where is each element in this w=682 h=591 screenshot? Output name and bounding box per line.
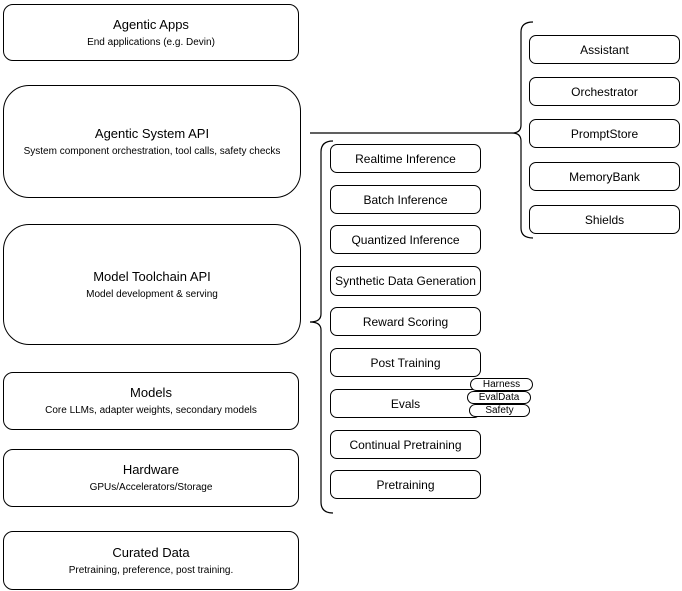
eval-tag-safety: Safety (469, 404, 530, 417)
system-component-orchestrator: Orchestrator (529, 77, 680, 106)
system-component-assistant: Assistant (529, 35, 680, 64)
toolchain-item-post-training: Post Training (330, 348, 481, 377)
eval-tag-harness: Harness (470, 378, 533, 391)
toolchain-item-batch-inference: Batch Inference (330, 185, 481, 214)
system-component-memorybank: MemoryBank (529, 162, 680, 191)
curated-data-title: Curated Data (112, 544, 190, 560)
toolchain-item-realtime-inference: Realtime Inference (330, 144, 481, 173)
models-subtitle: Core LLMs, adapter weights, secondary mo… (45, 405, 257, 416)
eval-tag-evaldata: EvalData (467, 391, 531, 404)
agentic-system-api-title: Agentic System API (94, 125, 210, 141)
curated-data-box: Curated Data Pretraining, preference, po… (3, 531, 299, 590)
hardware-title: Hardware (122, 462, 180, 477)
system-component-shields: Shields (529, 205, 680, 234)
models-box: Models Core LLMs, adapter weights, secon… (3, 372, 299, 430)
system-component-promptstore: PromptStore (529, 119, 680, 148)
model-toolchain-api-title: Model Toolchain API (93, 268, 211, 284)
toolchain-item-continual-pretraining: Continual Pretraining (330, 430, 481, 459)
toolchain-item-reward-scoring: Reward Scoring (330, 307, 481, 336)
model-toolchain-api-subtitle: Model development & serving (86, 288, 218, 300)
toolchain-item-evals: Evals (330, 389, 481, 418)
curated-data-subtitle: Pretraining, preference, post training. (68, 564, 234, 576)
agentic-apps-box: Agentic Apps End applications (e.g. Devi… (3, 4, 299, 61)
toolchain-item-pretraining: Pretraining (330, 470, 481, 499)
toolchain-item-synthetic-data-generation: Synthetic Data Generation (330, 266, 481, 296)
model-toolchain-api-box: Model Toolchain API Model development & … (3, 224, 301, 345)
agentic-system-api-box: Agentic System API System component orch… (3, 85, 301, 198)
toolchain-item-quantized-inference: Quantized Inference (330, 225, 481, 254)
agentic-system-api-subtitle: System component orchestration, tool cal… (23, 145, 281, 157)
agentic-apps-title: Agentic Apps (113, 16, 189, 32)
hardware-subtitle: GPUs/Accelerators/Storage (89, 482, 213, 493)
hardware-box: Hardware GPUs/Accelerators/Storage (3, 449, 299, 507)
models-title: Models (130, 385, 172, 400)
agentic-apps-subtitle: End applications (e.g. Devin) (87, 36, 215, 48)
